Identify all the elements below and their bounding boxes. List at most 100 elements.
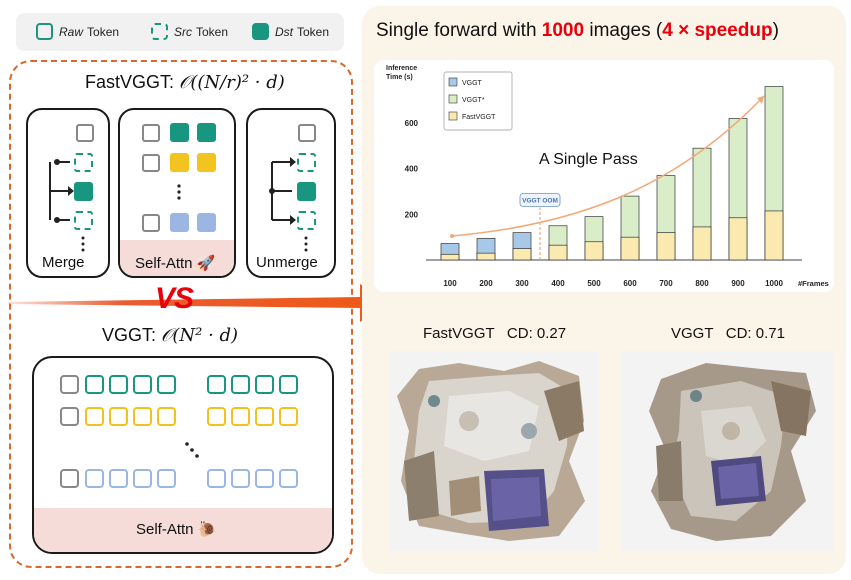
- fast-self-attn-label: Self-Attn 🚀: [135, 254, 215, 272]
- unmerge-label: Unmerge: [256, 254, 318, 271]
- dst-token: [74, 182, 93, 201]
- vertical-ellipsis-icon: [177, 184, 181, 200]
- unmerge-card: Unmerge: [246, 108, 336, 278]
- raw-token: [142, 124, 160, 142]
- trend-start-dot: [450, 234, 454, 238]
- fast-self-attn-card: Self-Attn 🚀: [118, 108, 236, 278]
- blue-token: [157, 469, 176, 488]
- headline-pre: Single forward with: [376, 20, 542, 41]
- raw-token: [60, 469, 79, 488]
- x-tick-label: 200: [479, 279, 493, 288]
- blue-token: [255, 469, 274, 488]
- legend-dst-italic: Dst: [275, 24, 293, 39]
- vs-label: VS: [155, 282, 194, 315]
- fastvggt-bar: [764, 210, 784, 261]
- arrow-shape: [8, 284, 392, 322]
- legend-raw-italic: Raw: [59, 24, 84, 39]
- legend-entry: VGGT*: [462, 97, 485, 104]
- blue-token: [133, 469, 152, 488]
- single-pass-label: A Single Pass: [539, 151, 638, 168]
- src-token: [74, 211, 93, 230]
- legend-src-token: Src Token: [151, 23, 228, 40]
- vggt-complexity: 𝒪(N² · d): [161, 325, 239, 346]
- blue-token: [197, 213, 216, 232]
- trend-arrowhead: [757, 96, 764, 104]
- x-tick-label: 500: [587, 279, 601, 288]
- yellow-token: [279, 407, 298, 426]
- unmerge-tree-icon: [269, 157, 308, 252]
- blue-token: [279, 469, 298, 488]
- fastvggt-title: FastVGGT: 𝒪((N/r)² · d): [85, 72, 285, 93]
- x-tick-label: 800: [695, 279, 709, 288]
- fastvggt-pointcloud: [397, 361, 585, 541]
- teal-token: [157, 375, 176, 394]
- y-axis-label: Inference: [386, 65, 417, 72]
- fastvggt-bar: [440, 253, 460, 261]
- x-tick-label: 1000: [765, 279, 783, 288]
- oom-badge: [519, 193, 561, 207]
- yellow-token: [170, 153, 189, 172]
- vggt-reconstruction-image: [621, 351, 833, 551]
- x-tick-label: 700: [659, 279, 673, 288]
- blue-token: [85, 469, 104, 488]
- raw-token: [142, 154, 160, 172]
- trend-curve: [451, 95, 765, 237]
- y-tick-label: 600: [405, 119, 419, 128]
- merge-label: Merge: [42, 254, 85, 271]
- vggt-cd-label: VGGT CD: 0.71: [671, 325, 785, 342]
- yellow-token: [133, 407, 152, 426]
- legend-raw-token: Raw Token: [36, 23, 119, 40]
- yellow-token: [231, 407, 250, 426]
- diagonal-ellipsis-icon: [185, 442, 199, 458]
- x-axis-label: #Frames: [798, 279, 829, 288]
- headline-mid: images (: [584, 20, 663, 41]
- src-token: [74, 153, 93, 172]
- blue-token: [109, 469, 128, 488]
- yellow-token: [207, 407, 226, 426]
- raw-token: [298, 124, 316, 142]
- legend-dst-token: Dst Token: [252, 23, 329, 40]
- chart-legend: [443, 71, 513, 131]
- vggt-self-attn-label: Self-Attn 🐌: [136, 520, 216, 538]
- self-attn-footer: [120, 240, 234, 276]
- yellow-token: [255, 407, 274, 426]
- legend-entry: FastVGGT: [462, 114, 496, 121]
- token-legend: Raw Token Src Token Dst Token: [16, 13, 344, 51]
- yellow-token: [85, 407, 104, 426]
- y-axis-label: Time (s): [386, 74, 413, 81]
- x-tick-label: 600: [623, 279, 637, 288]
- vs-arrow: [8, 284, 392, 322]
- vggt-self-attn-card: Self-Attn 🐌: [32, 356, 334, 554]
- legend-swatch: [448, 94, 458, 104]
- teal-token: [279, 375, 298, 394]
- fastvggt-bar: [692, 226, 712, 261]
- fastvggt-bar: [656, 232, 676, 261]
- comparison-frame: [9, 60, 353, 568]
- teal-token: [197, 123, 216, 142]
- teal-token: [170, 123, 189, 142]
- vggt-title: VGGT: 𝒪(N² · d): [102, 325, 238, 346]
- teal-token: [109, 375, 128, 394]
- fastvggt-bar: [728, 217, 748, 261]
- fastvggt-cd-label: FastVGGT CD: 0.27: [423, 325, 567, 342]
- x-tick-label: 900: [731, 279, 745, 288]
- headline: Single forward with 1000 images (4 × spe…: [376, 20, 779, 42]
- raw-token: [60, 407, 79, 426]
- fastvggt-complexity: 𝒪((N/r)² · d): [179, 72, 285, 93]
- merge-card: Merge: [26, 108, 110, 278]
- yellow-token: [109, 407, 128, 426]
- x-tick-label: 100: [443, 279, 457, 288]
- y-tick-label: 400: [405, 165, 419, 174]
- self-attn-footer: [34, 508, 332, 552]
- oom-label: VGGT OOM: [522, 198, 558, 205]
- vggt-title-text: VGGT:: [102, 325, 157, 345]
- src-token-swatch: [151, 23, 168, 40]
- vggt-pointcloud: [649, 363, 816, 541]
- fastvggt-bar: [512, 248, 532, 261]
- blue-token: [170, 213, 189, 232]
- legend-dst-text: Token: [297, 24, 330, 39]
- x-tick-label: 400: [551, 279, 565, 288]
- headline-count: 1000: [541, 20, 585, 41]
